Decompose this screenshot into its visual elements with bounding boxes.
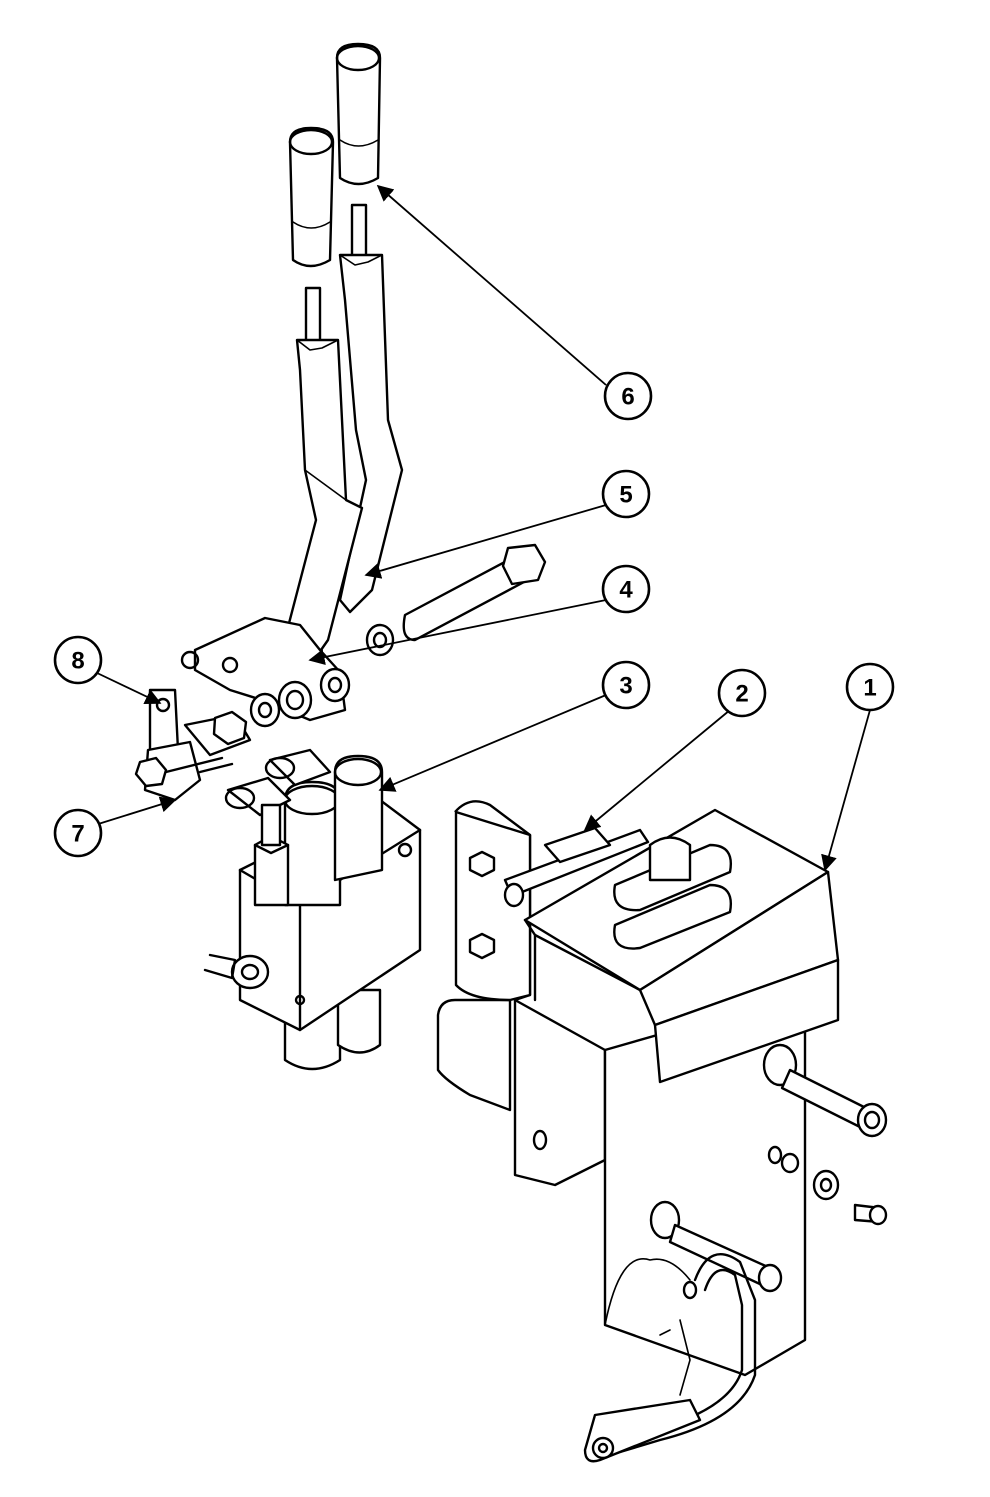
frame-hardware — [762, 1043, 888, 1226]
lever-knobs — [288, 42, 382, 268]
mount-plate-upper — [436, 800, 650, 1187]
callout-7: 7 — [53, 808, 103, 858]
callout-8: 8 — [53, 635, 103, 685]
knob-right — [335, 42, 382, 186]
lever-handle-front — [280, 286, 364, 682]
callout-6: 6 — [603, 371, 653, 421]
clevis-brackets — [134, 688, 252, 802]
callout-1: 1 — [845, 662, 895, 712]
callout-4: 4 — [601, 564, 651, 614]
callout-2-label: 2 — [735, 681, 748, 708]
callout-3: 3 — [601, 660, 651, 710]
callout-8-label: 8 — [71, 648, 84, 675]
knob-left — [288, 126, 335, 268]
leader-lines — [94, 184, 871, 872]
lever-handle-rear — [338, 203, 404, 614]
callout-4-label: 4 — [619, 577, 633, 604]
callout-6-label: 6 — [621, 384, 634, 411]
callout-5-label: 5 — [619, 482, 632, 509]
lower-linkage — [583, 1200, 783, 1463]
callout-3-label: 3 — [619, 673, 632, 700]
callout-1-label: 1 — [863, 675, 876, 702]
lever-handles — [280, 203, 404, 682]
callout-7-label: 7 — [71, 821, 84, 848]
callout-5: 5 — [601, 469, 651, 519]
callout-2: 2 — [717, 668, 767, 718]
pivot-assembly — [180, 543, 547, 728]
control-valve — [203, 748, 422, 1071]
